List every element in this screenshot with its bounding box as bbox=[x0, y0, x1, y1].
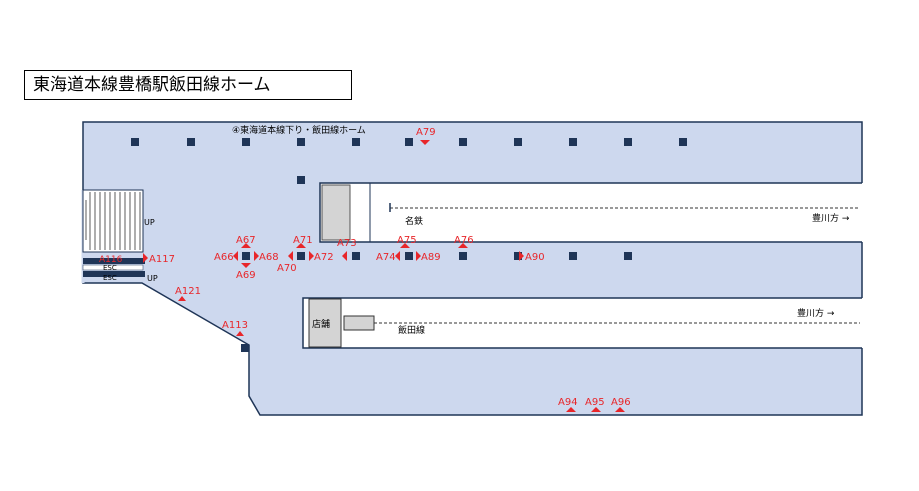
column bbox=[405, 138, 413, 146]
marker-label: A75 bbox=[397, 235, 417, 246]
marker-label: A74 bbox=[376, 252, 396, 263]
shop-label: 店舗 bbox=[312, 318, 330, 330]
column bbox=[569, 252, 577, 260]
meitetsu-label: 名鉄 bbox=[405, 215, 423, 227]
map-title: 東海道本線豊橋駅飯田線ホーム bbox=[24, 70, 352, 100]
marker-label: A117 bbox=[149, 254, 175, 265]
marker-label: A69 bbox=[236, 270, 256, 281]
escalators bbox=[82, 258, 145, 277]
column bbox=[514, 138, 522, 146]
stairs-up-label: UP bbox=[144, 218, 155, 227]
platform-area bbox=[82, 121, 863, 416]
toyokawa-direction-upper: 豊川方 → bbox=[812, 212, 850, 224]
column bbox=[514, 252, 522, 260]
stairs bbox=[82, 189, 144, 253]
column bbox=[624, 252, 632, 260]
marker-label: A95 bbox=[585, 397, 605, 408]
column bbox=[624, 138, 632, 146]
column bbox=[297, 176, 305, 184]
shop-block bbox=[308, 298, 342, 348]
marker-label: A70 bbox=[277, 263, 297, 274]
column bbox=[679, 138, 687, 146]
platform-label: ④東海道本線下り・飯田線ホーム bbox=[232, 124, 366, 136]
marker-label: A66 bbox=[214, 252, 234, 263]
column bbox=[242, 138, 250, 146]
column bbox=[131, 138, 139, 146]
marker-label: A72 bbox=[314, 252, 334, 263]
column bbox=[242, 252, 250, 260]
column bbox=[352, 138, 360, 146]
toyokawa-direction-lower: 豊川方 → bbox=[797, 307, 835, 319]
upper-block bbox=[321, 184, 351, 241]
column bbox=[459, 138, 467, 146]
marker-label: A116 bbox=[99, 255, 123, 265]
column bbox=[187, 138, 195, 146]
marker-label: A113 bbox=[222, 320, 248, 331]
escalator-label-2: ESC bbox=[103, 274, 117, 282]
marker-label: A68 bbox=[259, 252, 279, 263]
marker-label: A96 bbox=[611, 397, 631, 408]
columns bbox=[131, 138, 687, 352]
upper-track bbox=[320, 183, 865, 242]
column bbox=[405, 252, 413, 260]
marker-label: A67 bbox=[236, 235, 256, 246]
iida-line-label: 飯田線 bbox=[398, 324, 425, 336]
marker-label: A94 bbox=[558, 397, 578, 408]
escalator-label-1: ESC bbox=[103, 264, 117, 272]
column bbox=[297, 138, 305, 146]
column bbox=[352, 252, 360, 260]
marker-label: A71 bbox=[293, 235, 313, 246]
marker-label: A90 bbox=[525, 252, 545, 263]
marker-label: A89 bbox=[421, 252, 441, 263]
marker-arrows bbox=[143, 140, 625, 412]
iida-block bbox=[343, 315, 375, 331]
marker-label: A79 bbox=[416, 127, 436, 138]
column bbox=[241, 344, 249, 352]
marker-label: A76 bbox=[454, 235, 474, 246]
column bbox=[459, 252, 467, 260]
column bbox=[569, 138, 577, 146]
escalator-up-label: UP bbox=[147, 274, 158, 283]
marker-label: A73 bbox=[337, 238, 357, 249]
marker-label: A121 bbox=[175, 286, 201, 297]
column bbox=[297, 252, 305, 260]
